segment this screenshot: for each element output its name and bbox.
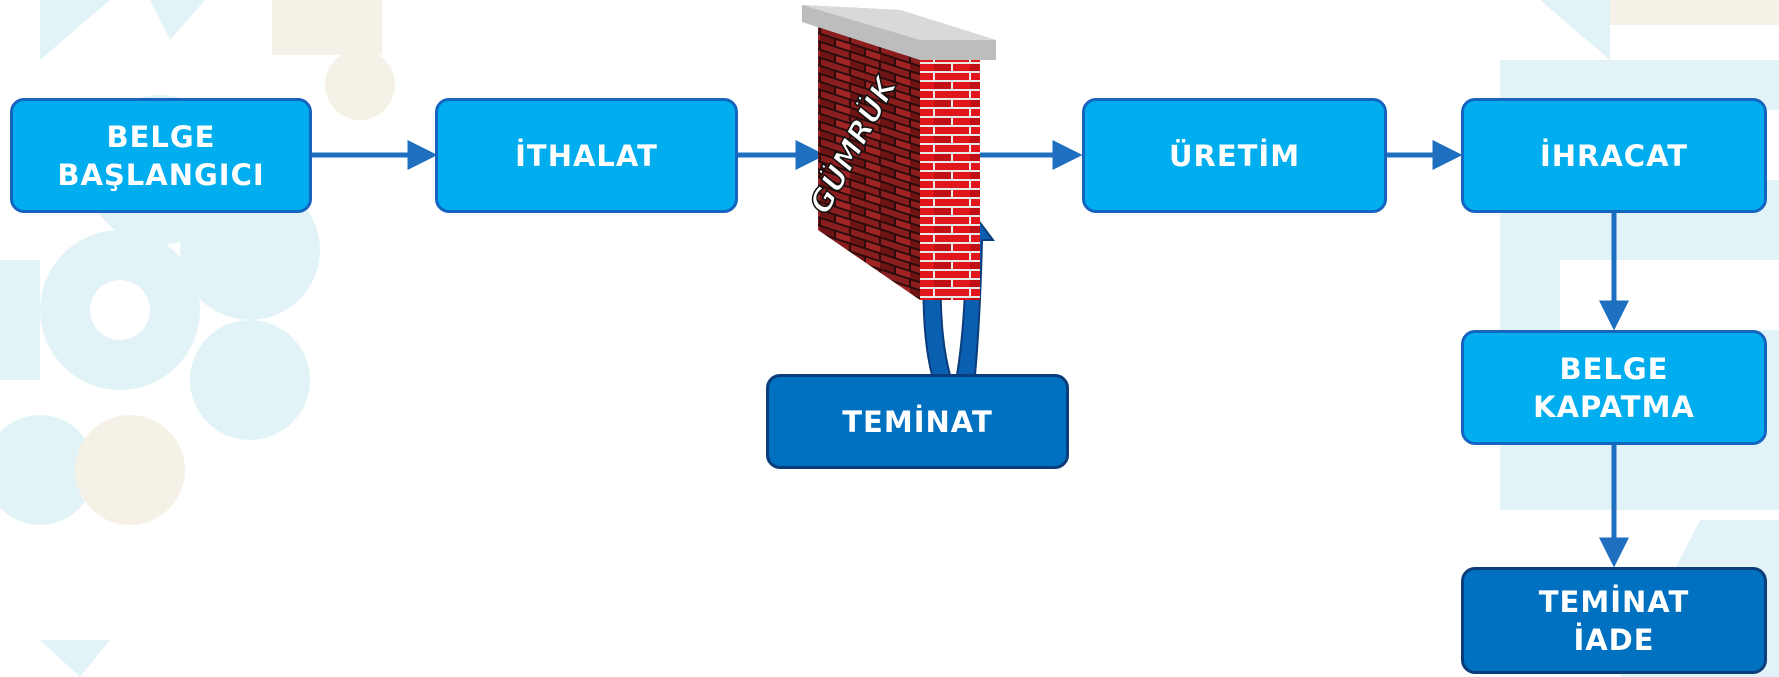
node-belge-baslangici: BELGE BAŞLANGICI — [10, 98, 312, 213]
node-teminat: TEMİNAT — [766, 374, 1069, 469]
customs-wall: GÜMRÜK — [801, 5, 996, 300]
node-uretim: ÜRETİM — [1082, 98, 1387, 213]
node-teminat-iade: TEMİNAT İADE — [1461, 567, 1767, 674]
node-ithalat: İTHALAT — [435, 98, 738, 213]
node-ihracat: İHRACAT — [1461, 98, 1767, 213]
node-belge-kapatma: BELGE KAPATMA — [1461, 330, 1767, 445]
